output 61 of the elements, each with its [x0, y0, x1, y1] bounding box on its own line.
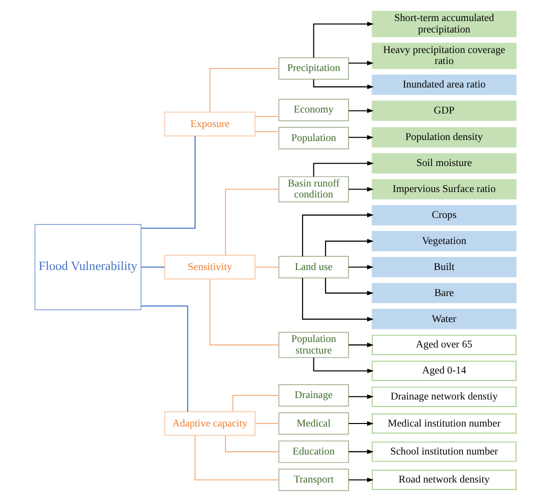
- node-box: Population structure: [278, 332, 348, 358]
- node-box: Water: [371, 308, 516, 330]
- connector: [254, 266, 278, 268]
- arrow: [348, 421, 374, 426]
- node-box: Heavy precipitation coverage ratio: [371, 42, 516, 69]
- node-box: Crops: [371, 205, 516, 226]
- connector: [224, 436, 278, 452]
- arrow: [348, 478, 374, 482]
- node-box: School institution number: [371, 442, 516, 462]
- arrow: [324, 238, 374, 256]
- arrow: [348, 135, 374, 140]
- node-box: Inundated area ratio: [371, 74, 516, 95]
- arrow: [348, 394, 374, 399]
- node-box: Short-term accumulated precipitation: [371, 10, 516, 38]
- node-box: Adaptive capacity: [164, 411, 256, 436]
- node-box: Exposure: [164, 112, 256, 136]
- arrow: [312, 22, 374, 58]
- node-box: GDP: [371, 100, 516, 121]
- connector: [254, 131, 278, 132]
- node-box: Vegetation: [371, 231, 516, 252]
- node-box: Economy: [278, 98, 348, 122]
- node-box: Drainage network denstiy: [371, 386, 516, 407]
- node-box: Population density: [371, 127, 516, 148]
- arrow: [348, 342, 374, 348]
- node-box: Precipitation: [278, 57, 348, 80]
- arrow: [348, 60, 374, 66]
- connector: [254, 116, 278, 117]
- node-box: Medical institution number: [371, 413, 516, 434]
- arrow: [302, 212, 374, 256]
- connector: [232, 394, 278, 412]
- node-box: Bare: [371, 282, 516, 304]
- connector: [194, 435, 278, 480]
- node-box: Aged over 65: [371, 334, 516, 356]
- connector: [140, 136, 196, 229]
- node-box: Soil moisture: [371, 153, 516, 174]
- node-box: Aged 0-14: [371, 360, 516, 382]
- node-box: Transport: [278, 468, 348, 492]
- node-box: Impervious Surface ratio: [371, 179, 516, 200]
- arrow: [348, 264, 374, 270]
- connector: [140, 306, 188, 412]
- arrow: [324, 278, 374, 296]
- connector: [254, 423, 278, 424]
- node-box: Basin runoff condition: [278, 176, 348, 202]
- connector: [208, 279, 278, 346]
- node-box: Population: [278, 126, 348, 150]
- arrow: [348, 449, 374, 454]
- connector: [140, 266, 164, 268]
- arrow: [312, 79, 374, 90]
- connector: [208, 68, 278, 112]
- node-box: Education: [278, 440, 348, 463]
- node-box: Sensitivity: [164, 254, 256, 280]
- node-box: Land use: [278, 256, 348, 278]
- arrow: [348, 187, 374, 192]
- node-box: Flood Vulnerability: [34, 224, 141, 310]
- arrow: [348, 108, 374, 113]
- node-box: Built: [371, 257, 516, 278]
- node-box: Road network density: [371, 470, 516, 490]
- node-box: Drainage: [278, 384, 348, 407]
- connector: [224, 188, 278, 255]
- node-box: Medical: [278, 412, 348, 435]
- arrow: [302, 278, 374, 322]
